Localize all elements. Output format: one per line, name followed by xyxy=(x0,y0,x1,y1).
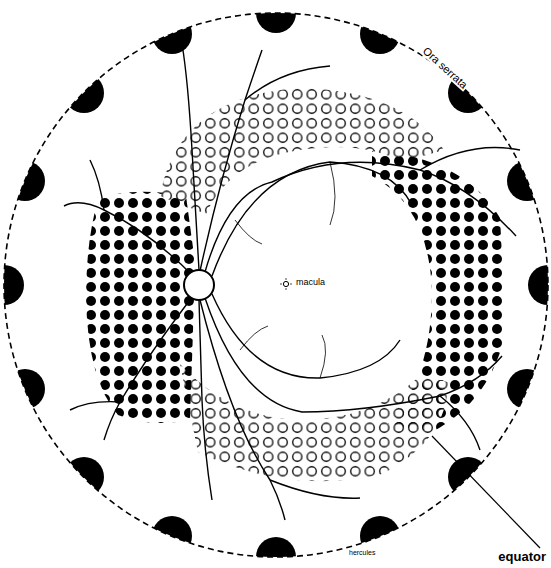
laser-burns xyxy=(86,88,506,481)
ora-serrata-outline xyxy=(4,13,548,557)
leader-line xyxy=(432,436,540,548)
region-label: Ora serrata xyxy=(420,44,471,92)
macula-symbol xyxy=(280,278,291,289)
signature: hercules xyxy=(348,549,376,557)
optic-disc xyxy=(184,270,214,300)
retinal-vessels xyxy=(64,44,520,520)
region-label: macula xyxy=(295,278,326,288)
region-label: equator xyxy=(497,550,547,564)
fine-vessels xyxy=(235,162,335,378)
